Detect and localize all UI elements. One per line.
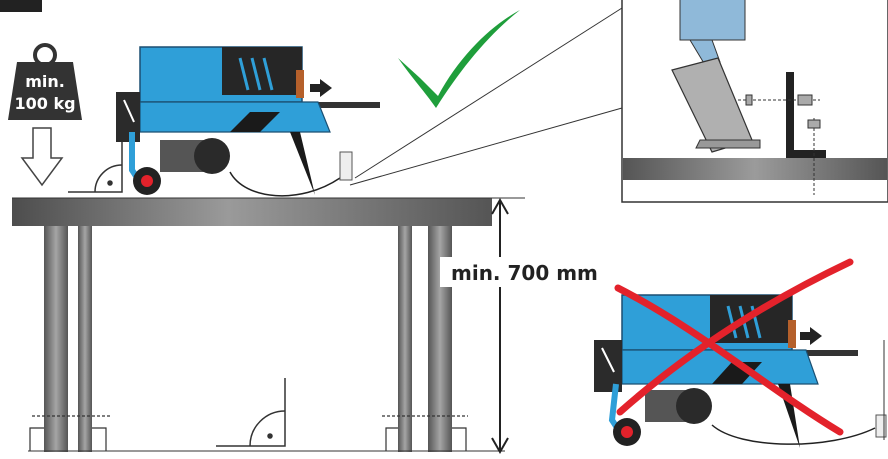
weight-line1: min. <box>25 72 65 91</box>
table-leg <box>78 226 92 452</box>
height-dimension <box>491 197 509 455</box>
log-splitter-correct <box>116 46 380 197</box>
table-leg <box>398 226 412 452</box>
height-label: min. 700 mm <box>451 261 598 285</box>
corner-block <box>0 0 42 12</box>
detail-inset <box>621 0 888 203</box>
arrow-down-icon <box>20 127 64 187</box>
leg-brackets <box>29 415 468 451</box>
right-angle-icon <box>216 378 286 447</box>
checkmark-icon <box>398 10 520 108</box>
table-leg <box>44 226 68 452</box>
weight-icon: min. 100 kg <box>8 43 82 120</box>
weight-line2: 100 kg <box>14 94 75 113</box>
right-angle-icon <box>68 140 123 193</box>
cross-icon <box>614 258 854 436</box>
log-splitter-incorrect <box>594 294 887 448</box>
table-top <box>12 198 492 226</box>
